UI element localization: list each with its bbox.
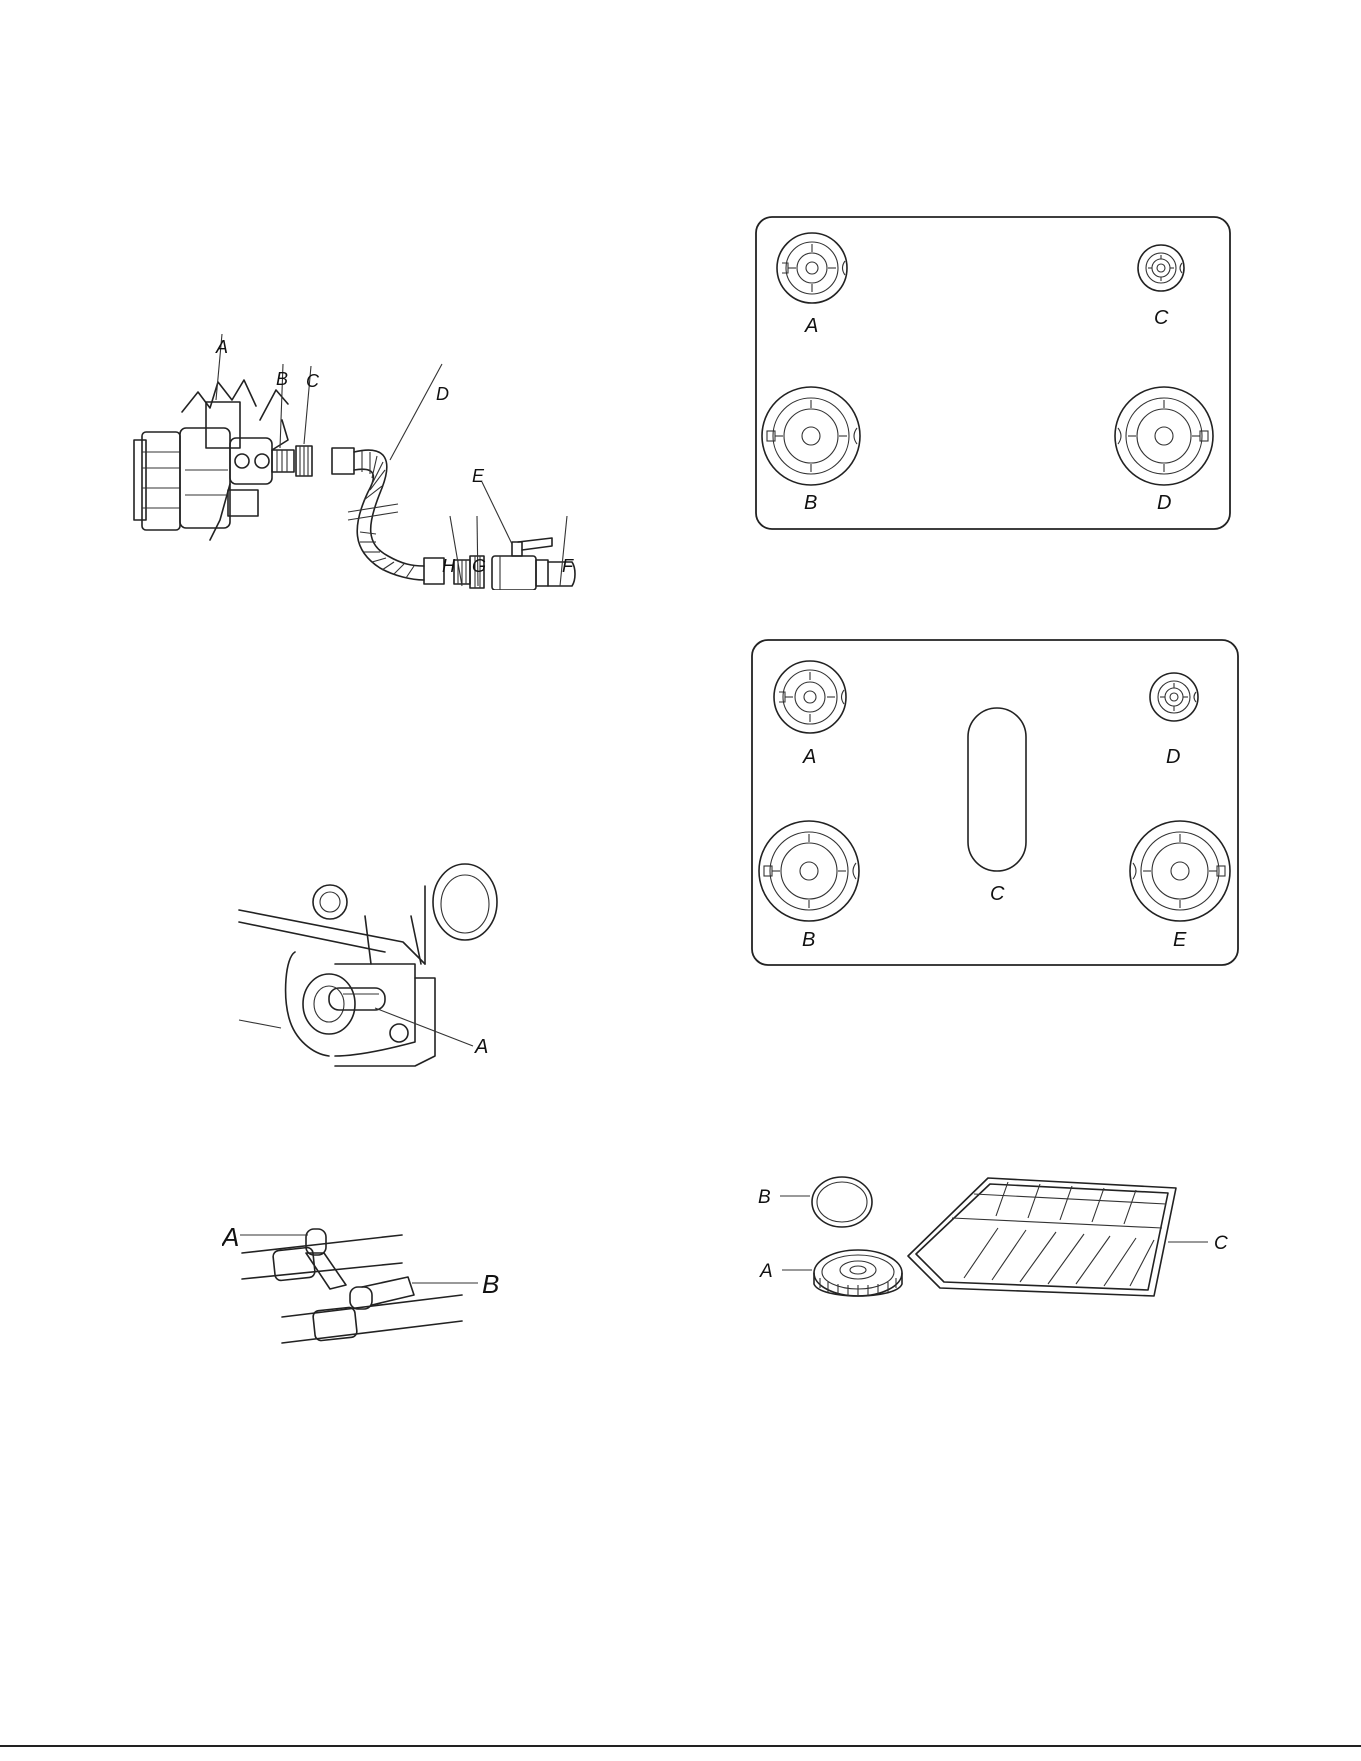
griddle-burner-c bbox=[968, 708, 1026, 871]
burner-b bbox=[762, 387, 860, 485]
flexible-hose-d bbox=[348, 450, 424, 580]
burner-c bbox=[1138, 245, 1184, 291]
flare-nut-c bbox=[296, 446, 312, 476]
burner-grate-c bbox=[908, 1178, 1176, 1296]
label-d: D bbox=[1166, 746, 1180, 768]
label-b: B bbox=[276, 369, 288, 389]
label-b: B bbox=[758, 1187, 771, 1208]
label-a: A bbox=[222, 1222, 239, 1252]
burner-b bbox=[759, 821, 859, 921]
label-h: H bbox=[442, 556, 456, 576]
connector-nut bbox=[332, 448, 354, 474]
label-d: D bbox=[436, 384, 449, 404]
label-b: B bbox=[804, 492, 817, 514]
gas-connection-diagram: A B C D E F G H bbox=[120, 320, 680, 590]
cooktop-4-burner-layout: A C B D bbox=[755, 215, 1235, 535]
burner-a bbox=[777, 233, 847, 303]
hose-nut bbox=[424, 558, 444, 584]
lever-a bbox=[329, 988, 385, 1010]
burner-e bbox=[1130, 821, 1230, 921]
shutoff-valve-diagram: A B bbox=[222, 1215, 542, 1365]
label-a: A bbox=[215, 337, 228, 357]
label-c: C bbox=[306, 371, 320, 391]
shutoff-valve-e bbox=[492, 538, 552, 590]
label-a: A bbox=[474, 1036, 488, 1058]
burner-d bbox=[1115, 387, 1213, 485]
page-footer-rule bbox=[0, 1745, 1361, 1747]
burner-grate-diagram: B A C bbox=[758, 1160, 1248, 1320]
fitting-b bbox=[272, 450, 294, 472]
label-c: C bbox=[1154, 307, 1169, 329]
label-a: A bbox=[804, 315, 818, 337]
label-b: B bbox=[802, 929, 815, 951]
label-g: G bbox=[472, 556, 486, 576]
cooktop-5-burner-layout: A D C B E bbox=[750, 638, 1245, 970]
burner-a bbox=[774, 661, 846, 733]
label-b: B bbox=[482, 1269, 499, 1299]
pressure-regulator bbox=[134, 380, 288, 540]
label-c: C bbox=[990, 883, 1005, 905]
label-e: E bbox=[472, 466, 485, 486]
label-f: F bbox=[562, 556, 574, 576]
valve-handle-a bbox=[306, 1229, 346, 1289]
label-a: A bbox=[802, 746, 816, 768]
label-c: C bbox=[1214, 1233, 1228, 1254]
burner-base-a bbox=[814, 1250, 902, 1296]
burner-d bbox=[1150, 673, 1198, 721]
label-a: A bbox=[759, 1261, 773, 1282]
label-d: D bbox=[1157, 492, 1171, 514]
burner-cap-b bbox=[812, 1177, 872, 1227]
regulator-lever-diagram: A bbox=[225, 860, 525, 1085]
adapter-h bbox=[454, 560, 470, 584]
label-e: E bbox=[1173, 929, 1187, 951]
cooktop-outline bbox=[752, 640, 1238, 965]
